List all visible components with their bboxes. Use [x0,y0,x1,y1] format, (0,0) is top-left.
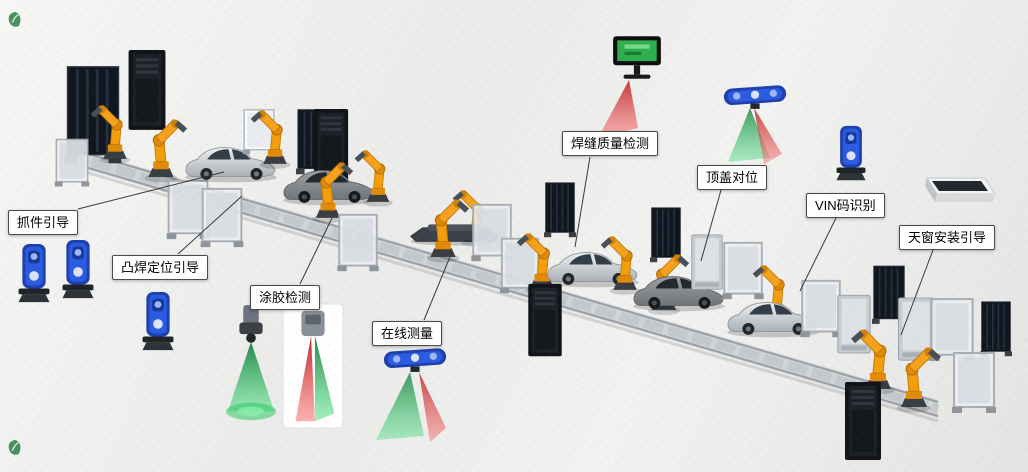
label-grab-guidance: 抓件引导 [8,210,79,235]
leader-lines [77,156,934,336]
laser-cone-red [754,108,782,164]
label-projection-weld-position-guidance: 凸焊定位引导 [112,255,209,280]
label-roof-alignment: 顶盖对位 [697,165,768,190]
laser-cone-green [376,372,424,440]
label-inline-measurement: 在线测量 [372,321,443,346]
laser-cone-red [598,80,638,138]
label-sunroof-install-guidance: 天窗安装引导 [899,225,996,250]
laser-cone-green [728,108,770,162]
label-glue-inspection: 涂胶检测 [250,285,321,310]
label-weld-seam-quality-inspection: 焊缝质量检测 [562,131,659,156]
laser-cone-red [419,372,446,442]
label-vin-code-recognition: VIN码识别 [806,193,885,218]
